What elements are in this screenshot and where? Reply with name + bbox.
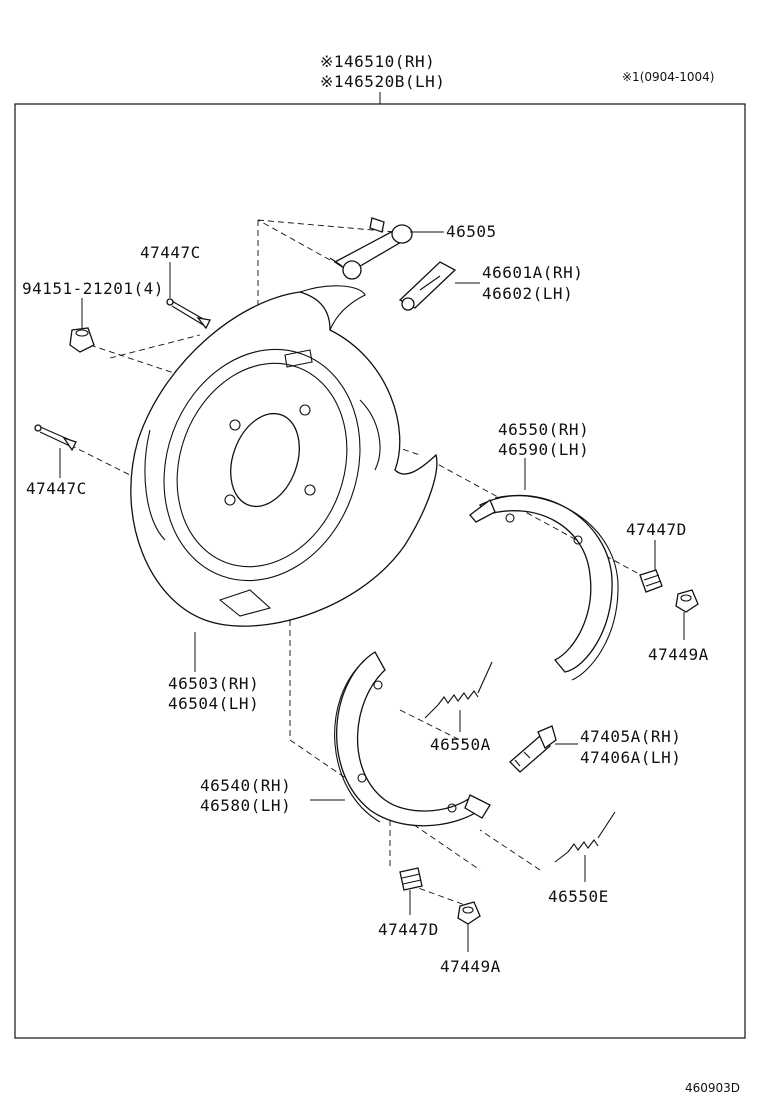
- label-46505: 46505: [446, 222, 497, 241]
- adjuster-47405a: [509, 725, 557, 773]
- pin-47447c-top: [166, 298, 211, 330]
- label-94151: 94151-21201(4): [22, 279, 164, 298]
- label-47405a: 47405A(RH): [580, 727, 681, 746]
- label-47449a-right: 47449A: [648, 645, 709, 664]
- nut-94151: [69, 327, 95, 353]
- label-46540: 46540(RH): [200, 776, 291, 795]
- label-47447c-left: 47447C: [26, 479, 87, 498]
- label-47449a-bottom: 47449A: [440, 957, 501, 976]
- label-46580: 46580(LH): [200, 796, 291, 815]
- brake-shoe-46550: [469, 494, 619, 681]
- label-46550: 46550(RH): [498, 420, 589, 439]
- label-46590: 46590(LH): [498, 440, 589, 459]
- label-47406a: 47406A(LH): [580, 748, 681, 767]
- date-range-note: ※1(0904-1004): [622, 70, 714, 84]
- label-46550e: 46550E: [548, 887, 609, 906]
- label-46503: 46503(RH): [168, 674, 259, 693]
- label-47447d-right: 47447D: [626, 520, 687, 539]
- label-46504: 46504(LH): [168, 694, 259, 713]
- spring-47447d-right: [639, 569, 663, 593]
- spring-46550a: [424, 661, 493, 719]
- spring-47447d-bottom: [399, 867, 423, 891]
- cap-47449a-right: [675, 589, 699, 613]
- brake-shoe-46540: [334, 651, 491, 827]
- strut-46601a: [398, 261, 457, 311]
- assembly-lh-label: ※146520B(LH): [320, 72, 445, 91]
- assembly-rh-label: ※146510(RH): [320, 52, 435, 71]
- backing-plate: [130, 285, 438, 627]
- label-47447c-top: 47447C: [140, 243, 201, 262]
- label-46602: 46602(LH): [482, 284, 573, 303]
- brake-lever-46505: [329, 217, 413, 280]
- cap-47449a-bottom: [457, 901, 481, 925]
- label-47447d-bottom: 47447D: [378, 920, 439, 939]
- diagram-code: 460903D: [685, 1081, 740, 1095]
- pin-47447c-left: [34, 424, 77, 452]
- label-46550a: 46550A: [430, 735, 491, 754]
- label-46601a: 46601A(RH): [482, 263, 583, 282]
- spring-46550e: [554, 811, 616, 863]
- diagram-frame: [14, 103, 746, 1039]
